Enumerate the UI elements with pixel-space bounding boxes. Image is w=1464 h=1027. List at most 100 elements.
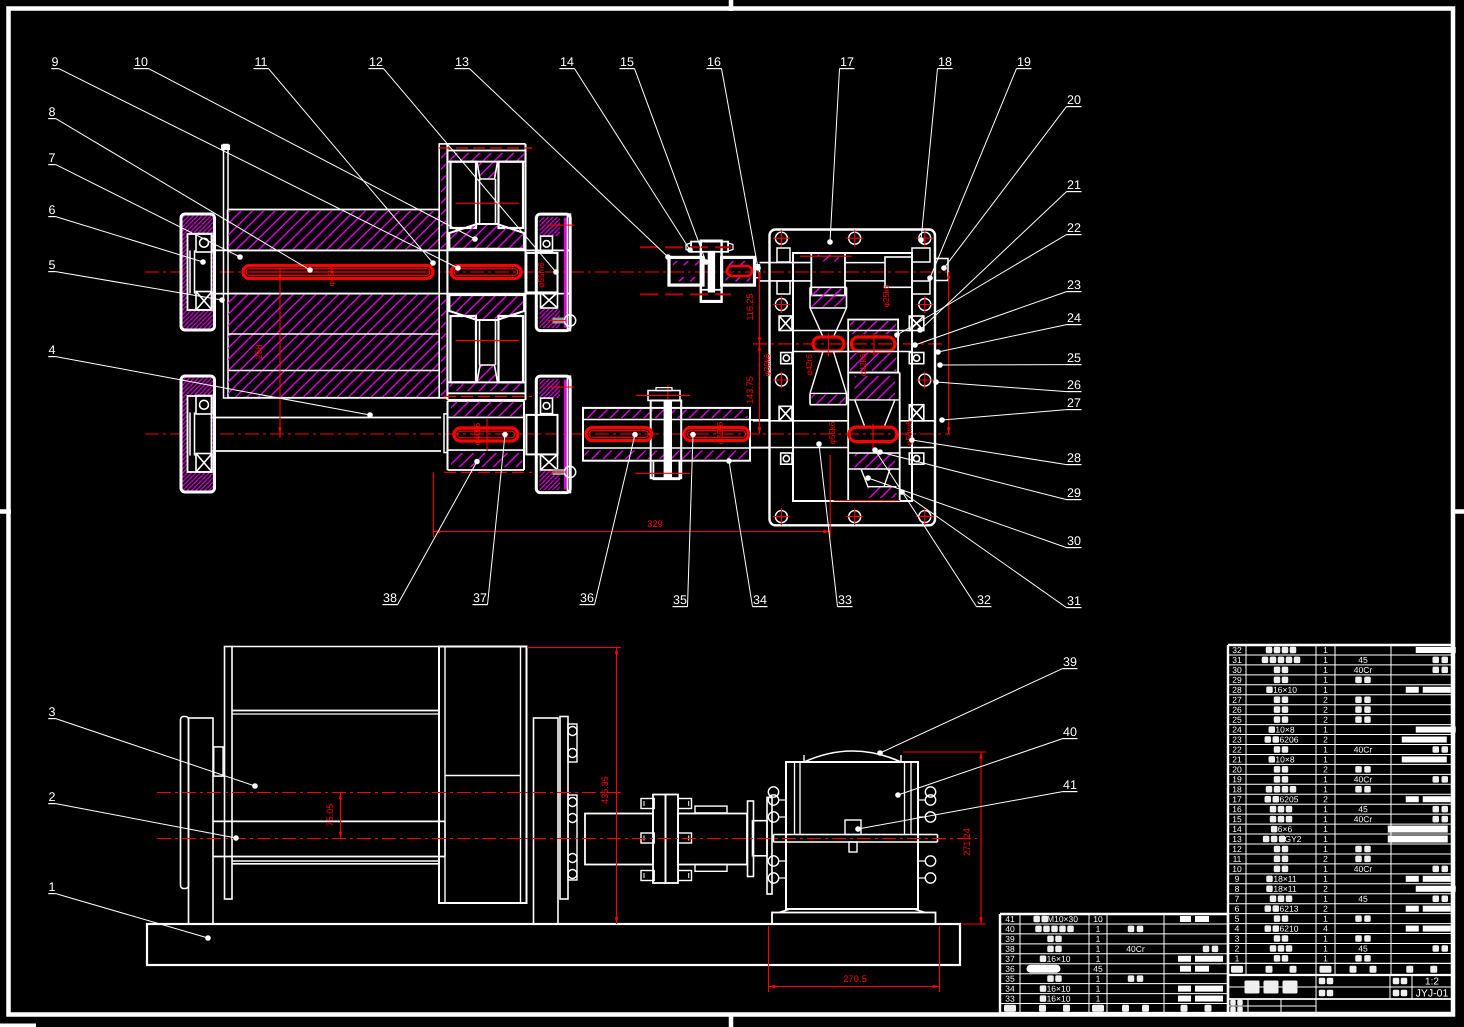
svg-text:1: 1 bbox=[1096, 984, 1101, 994]
svg-text:2: 2 bbox=[49, 790, 56, 804]
svg-text:37: 37 bbox=[1005, 954, 1015, 964]
svg-text:1: 1 bbox=[1323, 894, 1328, 904]
svg-text:24: 24 bbox=[1232, 725, 1242, 735]
svg-text:27: 27 bbox=[1232, 695, 1242, 705]
svg-text:16×10: 16×10 bbox=[1047, 994, 1071, 1004]
svg-text:19: 19 bbox=[1017, 55, 1031, 69]
svg-text:1:2: 1:2 bbox=[1425, 976, 1439, 987]
svg-text:1: 1 bbox=[1323, 824, 1328, 834]
svg-text:1: 1 bbox=[1096, 944, 1101, 954]
svg-text:16×10: 16×10 bbox=[1047, 954, 1071, 964]
svg-text:1: 1 bbox=[1323, 953, 1328, 963]
svg-text:21: 21 bbox=[1232, 754, 1242, 764]
svg-text:2: 2 bbox=[1323, 884, 1328, 894]
svg-text:17: 17 bbox=[1232, 794, 1242, 804]
svg-text:1: 1 bbox=[49, 880, 56, 894]
svg-text:45: 45 bbox=[1358, 804, 1368, 814]
svg-text:1: 1 bbox=[1323, 934, 1328, 944]
svg-text:45: 45 bbox=[1358, 655, 1368, 665]
svg-text:33: 33 bbox=[1005, 994, 1015, 1004]
svg-text:41: 41 bbox=[1005, 914, 1015, 924]
svg-text:34: 34 bbox=[1005, 984, 1015, 994]
svg-text:1: 1 bbox=[1323, 725, 1328, 735]
svg-text:12: 12 bbox=[1232, 844, 1242, 854]
svg-text:1: 1 bbox=[1323, 784, 1328, 794]
svg-text:7: 7 bbox=[1235, 894, 1240, 904]
svg-text:8: 8 bbox=[49, 105, 56, 119]
svg-text:φ35k6: φ35k6 bbox=[716, 421, 725, 444]
svg-text:1: 1 bbox=[1323, 645, 1328, 655]
svg-text:29: 29 bbox=[1067, 486, 1081, 500]
svg-text:23: 23 bbox=[1232, 735, 1242, 745]
svg-text:6×6: 6×6 bbox=[1278, 824, 1293, 834]
svg-text:22: 22 bbox=[1232, 744, 1242, 754]
svg-text:7: 7 bbox=[49, 151, 56, 165]
svg-text:6210: 6210 bbox=[1280, 924, 1299, 934]
svg-text:1: 1 bbox=[1323, 774, 1328, 784]
svg-text:18: 18 bbox=[1232, 784, 1242, 794]
svg-text:329: 329 bbox=[647, 519, 663, 530]
svg-text:33: 33 bbox=[838, 593, 852, 607]
svg-text:1: 1 bbox=[1096, 954, 1101, 964]
svg-text:13: 13 bbox=[455, 55, 469, 69]
svg-text:31: 31 bbox=[1232, 655, 1242, 665]
svg-text:271.24: 271.24 bbox=[962, 828, 972, 856]
svg-text:16×10: 16×10 bbox=[1047, 984, 1071, 994]
svg-text:45: 45 bbox=[1358, 943, 1368, 953]
svg-text:38: 38 bbox=[1005, 944, 1015, 954]
svg-text:φ42k6: φ42k6 bbox=[859, 353, 868, 376]
svg-text:φ30k6: φ30k6 bbox=[763, 353, 772, 376]
svg-text:10: 10 bbox=[1093, 914, 1103, 924]
svg-text:35: 35 bbox=[1005, 974, 1015, 984]
svg-text:3: 3 bbox=[49, 705, 56, 719]
svg-text:14: 14 bbox=[1232, 824, 1242, 834]
svg-text:3: 3 bbox=[1235, 934, 1240, 944]
svg-text:116.25: 116.25 bbox=[745, 294, 755, 321]
svg-text:34: 34 bbox=[753, 593, 767, 607]
svg-text:1: 1 bbox=[1323, 675, 1328, 685]
svg-text:6205: 6205 bbox=[1280, 794, 1299, 804]
svg-text:258: 258 bbox=[254, 344, 264, 359]
svg-text:18×11: 18×11 bbox=[1273, 874, 1297, 884]
svg-text:1: 1 bbox=[1323, 914, 1328, 924]
svg-text:φ50m6: φ50m6 bbox=[905, 420, 914, 446]
svg-text:φ45k6: φ45k6 bbox=[327, 263, 336, 286]
svg-text:20: 20 bbox=[1067, 93, 1081, 107]
svg-text:11: 11 bbox=[1233, 854, 1242, 864]
svg-text:1: 1 bbox=[1323, 814, 1328, 824]
svg-text:1: 1 bbox=[1323, 754, 1328, 764]
svg-text:JYJ-01: JYJ-01 bbox=[1416, 987, 1449, 999]
svg-text:40Cr: 40Cr bbox=[1354, 744, 1373, 754]
svg-text:1: 1 bbox=[1323, 744, 1328, 754]
svg-text:1: 1 bbox=[1096, 994, 1101, 1004]
svg-text:40Cr: 40Cr bbox=[1354, 814, 1373, 824]
svg-text:13: 13 bbox=[1232, 834, 1242, 844]
svg-text:22: 22 bbox=[1067, 221, 1081, 235]
svg-text:14: 14 bbox=[560, 55, 574, 69]
svg-text:4: 4 bbox=[49, 343, 56, 357]
svg-text:26: 26 bbox=[1232, 705, 1242, 715]
svg-text:24: 24 bbox=[1067, 311, 1081, 325]
svg-text:1: 1 bbox=[1323, 943, 1328, 953]
svg-text:270.5: 270.5 bbox=[843, 974, 867, 985]
svg-text:37: 37 bbox=[473, 591, 487, 605]
svg-text:φ55k6: φ55k6 bbox=[828, 421, 837, 444]
svg-text:75.05: 75.05 bbox=[325, 804, 335, 827]
svg-text:1: 1 bbox=[1235, 953, 1240, 963]
svg-text:2: 2 bbox=[1323, 764, 1328, 774]
svg-text:17: 17 bbox=[840, 55, 854, 69]
svg-text:32: 32 bbox=[977, 593, 991, 607]
svg-text:6206: 6206 bbox=[1280, 735, 1299, 745]
svg-text:5: 5 bbox=[49, 258, 56, 272]
svg-text:4: 4 bbox=[1323, 924, 1328, 934]
svg-text:1: 1 bbox=[1323, 685, 1328, 695]
svg-text:36: 36 bbox=[580, 591, 594, 605]
svg-text:1: 1 bbox=[1323, 864, 1328, 874]
svg-text:2: 2 bbox=[1323, 794, 1328, 804]
svg-text:40Cr: 40Cr bbox=[1126, 944, 1145, 954]
svg-text:20: 20 bbox=[1232, 764, 1242, 774]
svg-text:2: 2 bbox=[1323, 854, 1328, 864]
svg-text:40Cr: 40Cr bbox=[1354, 665, 1373, 675]
svg-text:1: 1 bbox=[1096, 974, 1101, 984]
svg-text:28: 28 bbox=[1067, 451, 1081, 465]
